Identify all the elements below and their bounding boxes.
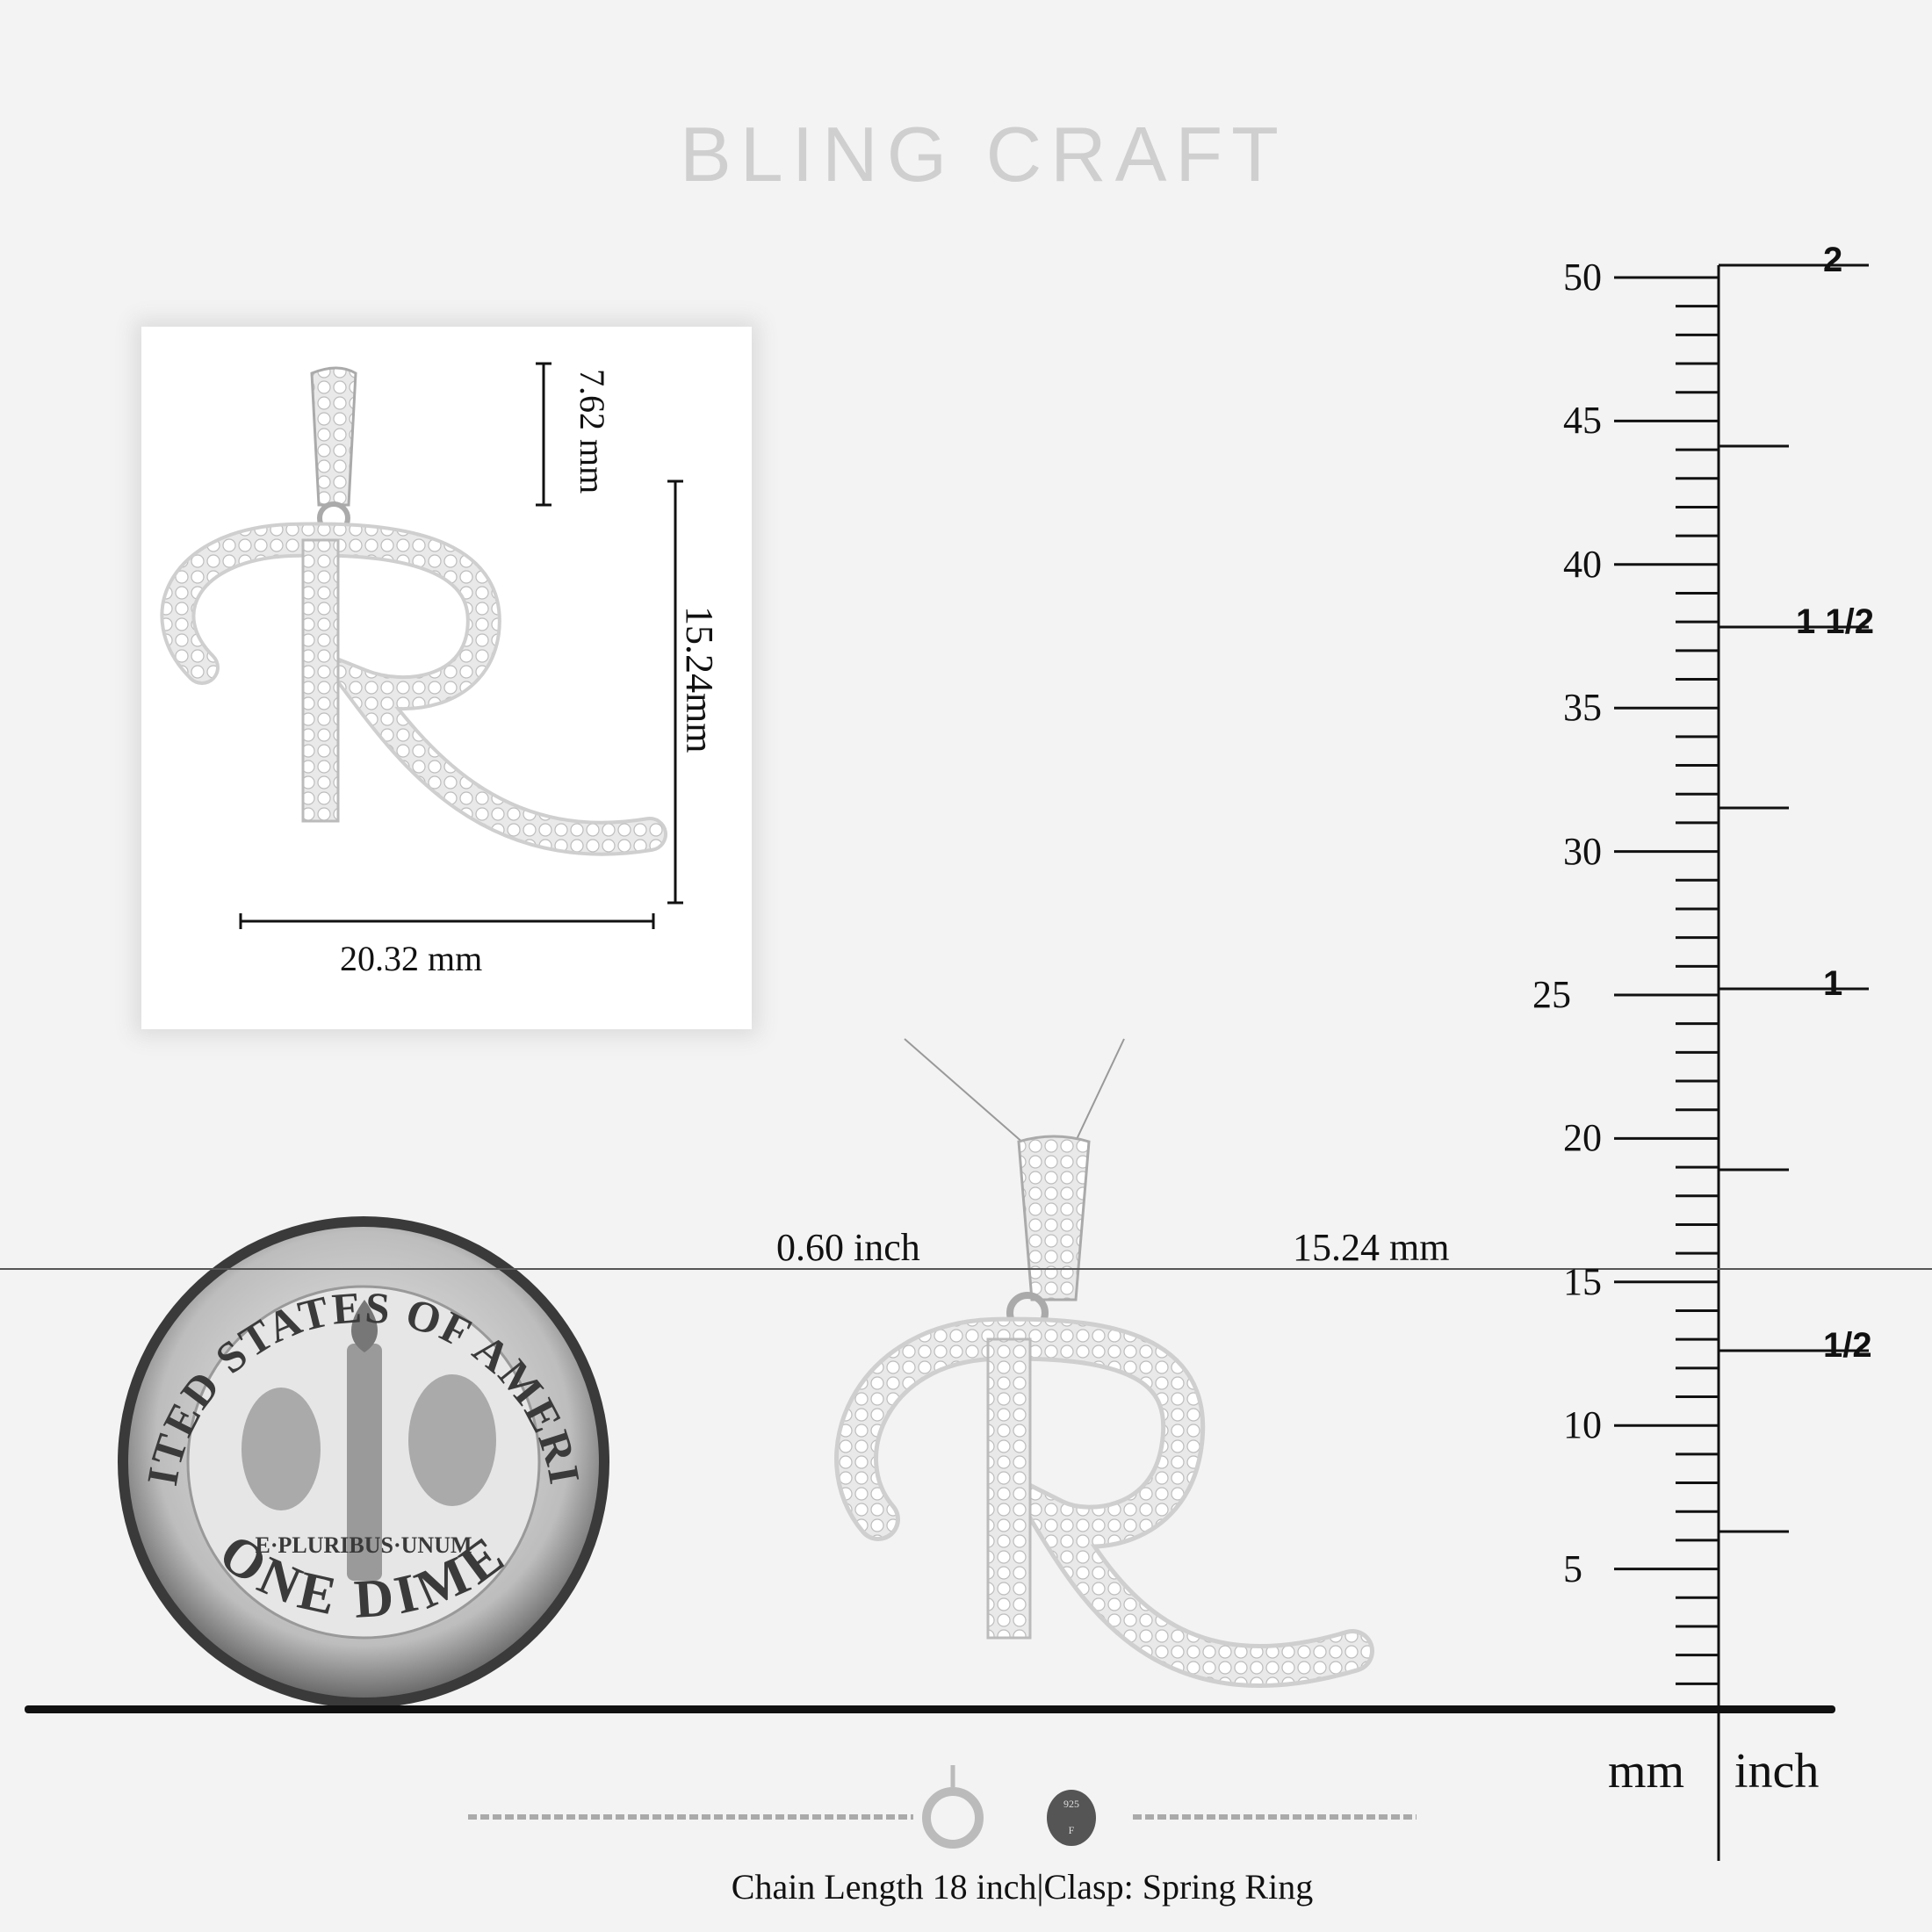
necklace-pendant-image	[834, 1038, 1374, 1688]
mm-label: 35	[1563, 686, 1602, 730]
chain-clasp-image: 925 F	[468, 1765, 1417, 1849]
pendant-width-label: 20.32 mm	[340, 939, 483, 978]
mm-label: 30	[1563, 829, 1602, 873]
mm-label: 10	[1563, 1403, 1602, 1447]
brand-title: BLING CRAFT	[680, 111, 1287, 198]
unit-inch-label: inch	[1734, 1744, 1820, 1799]
inch-label: 1 1/2	[1796, 602, 1874, 641]
dime-coin-image: UNITED STATES OF AMERICA E·PLURIBUS·UNUM…	[0, 0, 609, 1708]
height-inch-label: 0.60 inch	[776, 1226, 920, 1269]
dimension-lines	[239, 362, 683, 929]
tag-f: F	[1069, 1824, 1075, 1836]
inset-pendant-image	[160, 366, 667, 856]
baseline	[25, 1705, 1835, 1713]
height-mm-label: 15.24 mm	[1293, 1226, 1450, 1269]
unit-mm-label: mm	[1608, 1744, 1685, 1799]
inch-label: 2	[1823, 241, 1843, 279]
pendant-height-label: 15.24mm	[678, 606, 721, 753]
bail-height-label: 7.62 mm	[573, 369, 612, 494]
height-reference-line	[0, 1268, 1932, 1270]
mm-label: 15	[1563, 1259, 1602, 1303]
coin-motto: E·PLURIBUS·UNUM	[255, 1532, 472, 1558]
inch-label: 1/2	[1823, 1326, 1872, 1365]
tag-925: 925	[1063, 1798, 1079, 1810]
inch-label: 1	[1823, 964, 1843, 1003]
mm-label: 45	[1563, 399, 1602, 443]
mm-label: 25	[1532, 973, 1571, 1016]
mm-label: 50	[1563, 256, 1602, 299]
mm-label: 20	[1563, 1116, 1602, 1160]
mm-label: 5	[1563, 1546, 1582, 1590]
chain-caption: Chain Length 18 inch|Clasp: Spring Ring	[731, 1867, 1314, 1907]
mm-label: 40	[1563, 542, 1602, 586]
ruler	[1614, 263, 1869, 1861]
